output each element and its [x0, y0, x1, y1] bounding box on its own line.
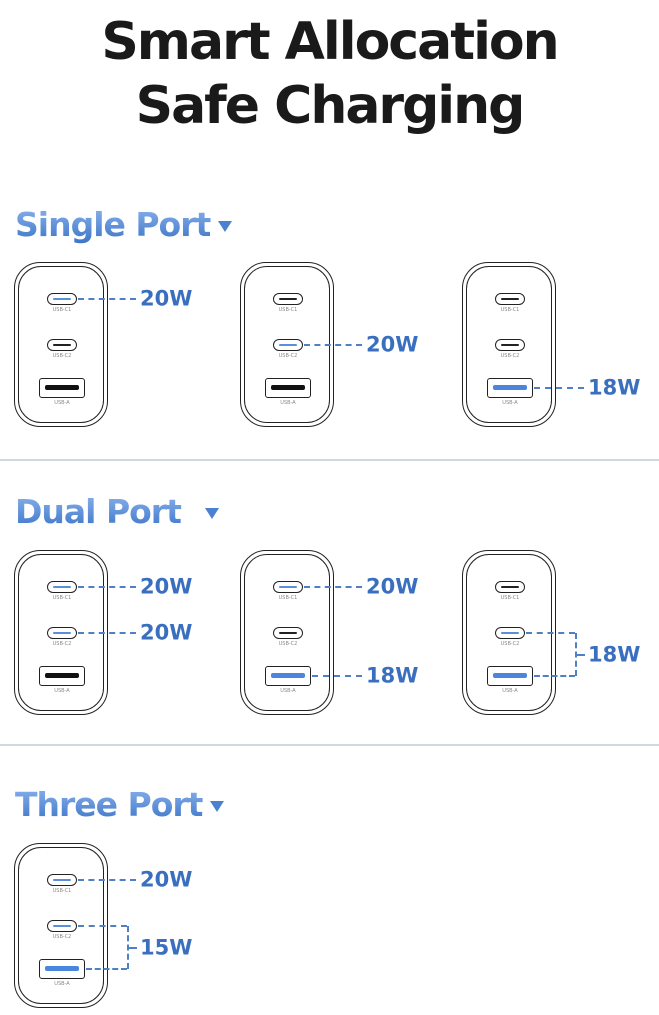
connector-line	[78, 298, 136, 300]
connector-line	[86, 968, 127, 970]
title-line-1: Smart Allocation	[101, 12, 559, 72]
port-label: USB-C2	[52, 641, 72, 647]
port-label: USB-C1	[278, 307, 298, 313]
connector-line	[526, 632, 575, 634]
usb-c2-port	[495, 627, 525, 639]
usb-a-port	[265, 666, 311, 686]
port-label: USB-C1	[52, 595, 72, 601]
port-label: USB-C2	[500, 353, 520, 359]
output-watts: 20W	[140, 574, 193, 599]
output-watts: 20W	[366, 574, 419, 599]
title-line-2: Safe Charging	[135, 76, 526, 136]
port-label: USB-C1	[500, 307, 520, 313]
connector-line	[78, 879, 136, 881]
section-title-single: Single Port	[15, 205, 233, 244]
usb-a-port	[265, 378, 311, 398]
usb-c2-port	[47, 339, 77, 351]
connector-line	[575, 653, 585, 656]
port-label: USB-A	[280, 400, 296, 406]
connector-line	[312, 675, 362, 677]
output-watts: 18W	[366, 663, 419, 688]
divider	[0, 459, 659, 461]
output-watts: 15W	[140, 935, 193, 959]
port-label: USB-C2	[500, 641, 520, 647]
usb-c2-port	[273, 339, 303, 351]
port-label: USB-C2	[278, 641, 298, 647]
connector-line	[78, 632, 136, 634]
connector-line	[127, 946, 137, 949]
charger	[462, 262, 556, 427]
usb-c1-port	[273, 581, 303, 593]
triangle-down-icon	[218, 221, 233, 232]
section-title-dual: Dual Port	[15, 492, 219, 531]
port-label: USB-C1	[278, 595, 298, 601]
port-label: USB-C2	[52, 353, 72, 359]
usb-c1-port	[273, 293, 303, 305]
port-label: USB-A	[502, 400, 518, 406]
usb-c2-port	[273, 627, 303, 639]
port-label: USB-C1	[52, 307, 72, 313]
triangle-down-icon	[204, 508, 219, 519]
usb-c1-port	[47, 581, 77, 593]
output-watts: 20W	[140, 286, 193, 311]
connector-line	[534, 675, 575, 677]
section-label: Three Port	[15, 785, 203, 824]
port-label: USB-A	[280, 688, 296, 694]
charger-face	[244, 554, 330, 711]
charger	[14, 262, 108, 427]
usb-c2-port	[47, 627, 77, 639]
usb-c2-port	[495, 339, 525, 351]
section-title-three: Three Port	[15, 785, 225, 824]
connector-line	[534, 387, 584, 389]
charger-face	[466, 266, 552, 423]
charger-face	[18, 266, 104, 423]
usb-c1-port	[495, 293, 525, 305]
output-watts: 20W	[140, 867, 193, 892]
divider	[0, 744, 659, 746]
section-label: Dual Port	[15, 492, 181, 531]
output-watts: 20W	[140, 620, 193, 645]
usb-c2-port	[47, 920, 77, 932]
usb-c1-port	[495, 581, 525, 593]
charger	[240, 550, 334, 715]
usb-c1-port	[47, 874, 77, 886]
connector-line	[304, 344, 362, 346]
usb-c1-port	[47, 293, 77, 305]
usb-a-port	[39, 959, 85, 979]
port-label: USB-C1	[52, 888, 72, 894]
connector-line	[78, 586, 136, 588]
port-label: USB-C2	[278, 353, 298, 359]
port-label: USB-A	[54, 688, 70, 694]
port-label: USB-A	[502, 688, 518, 694]
usb-a-port	[39, 378, 85, 398]
usb-a-port	[39, 666, 85, 686]
port-label: USB-A	[54, 981, 70, 987]
section-label: Single Port	[15, 205, 211, 244]
port-label: USB-C1	[500, 595, 520, 601]
connector-line	[304, 586, 362, 588]
connector-line	[78, 925, 127, 927]
output-watts: 20W	[366, 332, 419, 357]
usb-a-port	[487, 666, 533, 686]
port-label: USB-A	[54, 400, 70, 406]
output-watts: 18W	[588, 642, 641, 666]
usb-a-port	[487, 378, 533, 398]
output-watts: 18W	[588, 375, 641, 400]
port-label: USB-C2	[52, 934, 72, 940]
triangle-down-icon	[210, 801, 225, 812]
